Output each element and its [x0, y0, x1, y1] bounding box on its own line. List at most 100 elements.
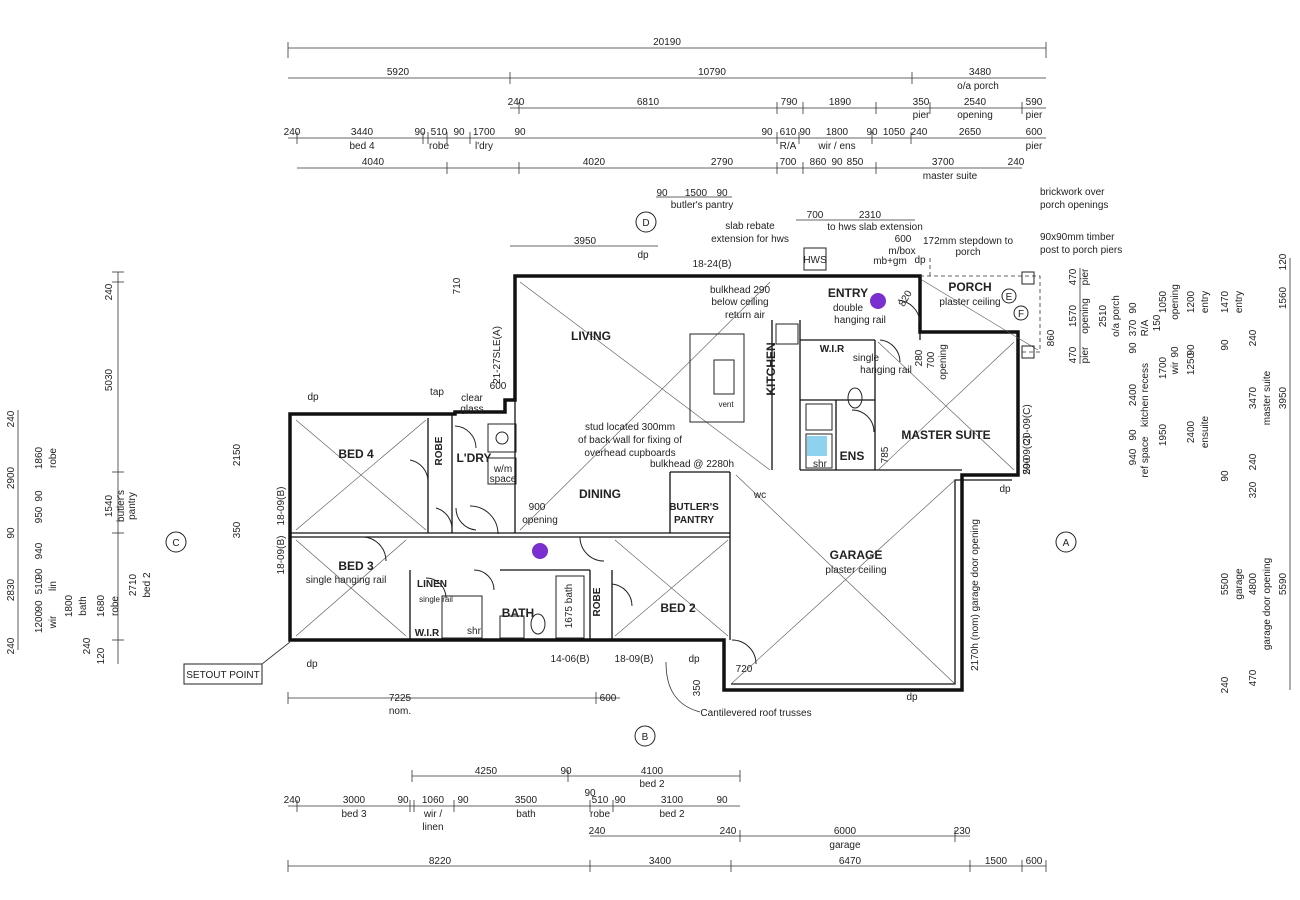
note-text: extension for hws — [711, 234, 789, 245]
dim-text: bed 2 — [142, 572, 153, 597]
dim-text: 350 — [232, 521, 243, 538]
dim-text: 90 — [584, 788, 596, 799]
dim-text: pier — [1080, 268, 1091, 285]
dim-text: 6000 — [834, 826, 857, 837]
dim-text: 1890 — [829, 97, 852, 108]
dim-text: opening — [957, 110, 993, 121]
dim-text: 610 — [780, 127, 797, 138]
dim-overall: 20190 — [653, 37, 681, 48]
doors — [361, 299, 921, 665]
dim-text: entry — [1200, 291, 1211, 313]
dim-text: 240 — [82, 637, 93, 654]
dim-text: 1800 — [826, 127, 849, 138]
note-text: 18-09(B) — [276, 487, 287, 526]
dim-text: 90 — [560, 766, 572, 777]
dim-text: 150 — [1152, 314, 1163, 331]
note-text: tap — [430, 387, 444, 398]
dim-text: pier — [1026, 110, 1043, 121]
dim-text: 90 — [457, 795, 469, 806]
note-text: 1675 bath — [564, 584, 575, 629]
dim-text: 90 — [514, 127, 526, 138]
dim-text: 590 — [1026, 97, 1043, 108]
fixtures — [441, 247, 1035, 639]
dim-text: linen — [422, 822, 443, 833]
dim-text: 4800 — [1248, 572, 1259, 595]
room-butlers: BUTLER'S — [669, 502, 719, 513]
room-diagonals — [295, 279, 1039, 685]
note-text: porch openings — [1040, 200, 1108, 211]
dim-text: butler's pantry — [671, 200, 734, 211]
dim-text: bed 2 — [659, 809, 684, 820]
dim-text: bed 2 — [639, 779, 664, 790]
dim-text: 5920 — [387, 67, 410, 78]
dim-text: 350 — [913, 97, 930, 108]
note-text: dp — [914, 255, 926, 266]
note-text: of back wall for fixing of — [578, 435, 682, 446]
dim-text: bed 3 — [341, 809, 366, 820]
dim-text: 3000 — [343, 795, 366, 806]
dim-text: robe — [429, 141, 449, 152]
note-text: dp — [306, 659, 318, 670]
note-text: 20-09(C) — [1022, 435, 1033, 474]
dim-text: pier — [1026, 141, 1043, 152]
dim-text: 90 — [1128, 429, 1139, 441]
note-text: 20-09(C) — [1022, 404, 1033, 443]
interior-dimensions: 710 600 2150 350 350 590 785 280 700 ope… — [232, 277, 1057, 696]
dim-text: 3100 — [661, 795, 684, 806]
dim-text: robe — [48, 448, 59, 468]
dim-text: 6470 — [839, 856, 862, 867]
dim-text: 90 — [761, 127, 773, 138]
setout-point: SETOUT POINT — [183, 641, 291, 685]
dim-text: 240 — [104, 283, 115, 300]
dim-text: 2790 — [711, 157, 734, 168]
dim-text: 240 — [1248, 329, 1259, 346]
room-bed4: BED 4 — [338, 447, 374, 461]
note-text: 172mm stepdown to — [923, 236, 1013, 247]
dim-text: wir / — [423, 809, 443, 820]
room-labels: LIVING DINING KITCHEN ENTRY PORCH plaste… — [306, 255, 1001, 639]
grid-label-e: E — [1006, 292, 1013, 303]
dim-text: 90 — [1170, 346, 1181, 358]
dim-text: 90 — [831, 157, 843, 168]
dim-text: 3440 — [351, 127, 374, 138]
dim-text: 700 — [807, 210, 824, 221]
note-text: 18-09(B) — [615, 654, 654, 665]
dim-text: 1250 — [1186, 352, 1197, 375]
note-text: slab rebate — [725, 221, 775, 232]
note-text: stud located 300mm — [585, 422, 675, 433]
dim-text: bath — [78, 596, 89, 615]
dim-text: 5500 — [1220, 572, 1231, 595]
dim-text: 350 — [692, 679, 703, 696]
room-robe-1: ROBE — [434, 436, 445, 465]
dim-text: opening — [1080, 298, 1091, 334]
dim-text: 470 — [1068, 268, 1079, 285]
double-rail-label-2: hanging rail — [834, 315, 886, 326]
dim-text: butler's — [116, 490, 127, 522]
dim-text: 240 — [1248, 453, 1259, 470]
dim-text: master suite — [1262, 370, 1273, 425]
note-text: porch — [955, 247, 980, 258]
dim-text: 510 — [592, 795, 609, 806]
dim-text: 4040 — [362, 157, 385, 168]
shower-icon — [807, 436, 827, 456]
dim-text: 240 — [6, 637, 17, 654]
dim-text: 6810 — [637, 97, 660, 108]
dim-text: 940 — [34, 542, 45, 559]
dim-text: 2400 — [1186, 420, 1197, 443]
room-living: LIVING — [571, 329, 611, 343]
dim-text: 1860 — [34, 446, 45, 469]
note-text: vent — [718, 400, 734, 409]
room-garage: GARAGE — [830, 548, 883, 562]
dim-text: 1060 — [422, 795, 445, 806]
note-text: below ceiling — [711, 297, 768, 308]
dim-text: 1200 — [1186, 290, 1197, 313]
dim-text: 2710 — [128, 573, 139, 596]
note-text: 18-24(B) — [693, 259, 732, 270]
dim-text: 2830 — [6, 578, 17, 601]
dim-text: 3950 — [1278, 386, 1289, 409]
dim-text: 470 — [1068, 346, 1079, 363]
note-text: dp — [906, 692, 918, 703]
dim-text: wir — [1170, 361, 1181, 375]
sensor-icon — [870, 293, 886, 309]
dim-text: 240 — [284, 795, 301, 806]
